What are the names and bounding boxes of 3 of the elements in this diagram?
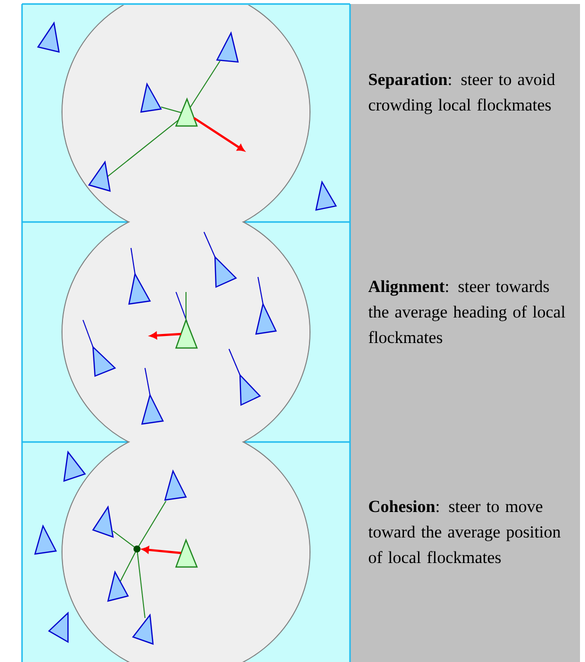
description-text: Cohesion: steer to move toward the average position of local flockmates (368, 500, 561, 564)
description-text: Separation: steer to avoid crowding local flockmates (368, 73, 555, 114)
description-text: Alignment: steer towards the average heading of local flockmates (368, 280, 566, 344)
